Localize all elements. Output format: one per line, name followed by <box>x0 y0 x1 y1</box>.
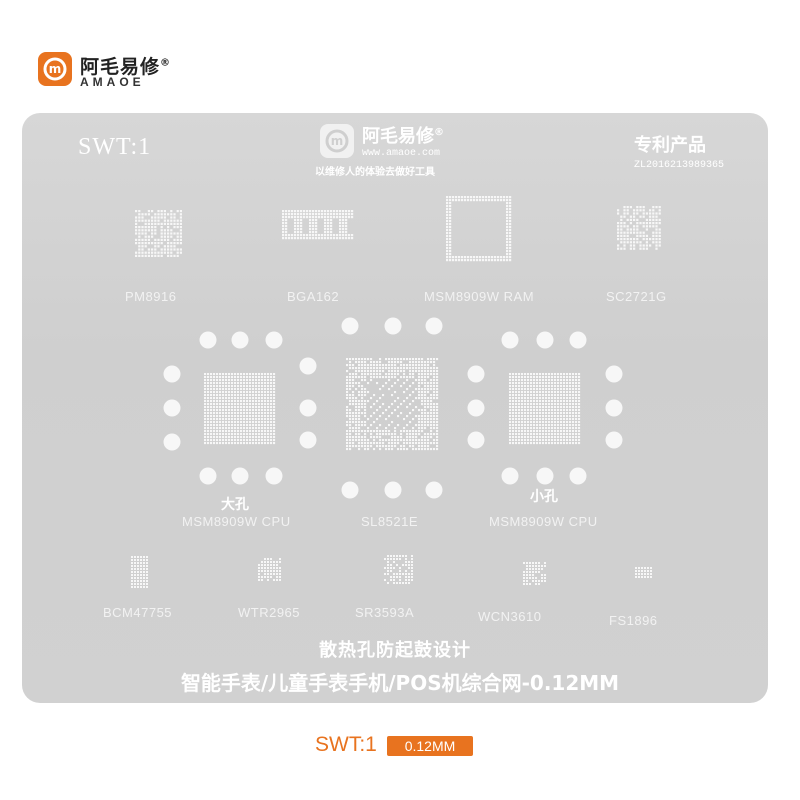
stencil-brand-logo-icon: m <box>320 124 354 158</box>
stencil-brand-name: 阿毛易修® <box>362 126 444 147</box>
chip-label-pm8916: PM8916 <box>125 289 177 304</box>
caption-thickness: 0.12MM <box>404 738 456 754</box>
caption-thickness-badge <box>387 736 473 756</box>
stencil-brand-url: www.amaoe.com <box>362 148 441 159</box>
chip-label-msm8909w-ram: MSM8909W RAM <box>424 289 535 304</box>
chip-label-wtr2965: WTR2965 <box>238 605 301 620</box>
chip-label-sl8521e: SL8521E <box>361 514 418 529</box>
brand-name-cn: 阿毛易修® <box>80 56 172 78</box>
chip-label-sr3593a: SR3593A <box>355 605 415 620</box>
chip-label-cpu-right: MSM8909W CPU <box>489 514 598 529</box>
chip-label-bcm47755: BCM47755 <box>103 605 173 620</box>
stencil-model: SWT:1 <box>78 134 152 160</box>
brand-name-en: AMAOE <box>80 75 145 89</box>
chip-label-cpu-left: MSM8909W CPU <box>182 514 291 529</box>
brand-badge-letter: m <box>49 62 62 76</box>
large-hole-note: 大孔 <box>221 497 249 513</box>
patent-number: ZL2016213989365 <box>634 160 725 171</box>
feature-line: 散热孔防起鼓设计 <box>319 640 471 661</box>
chip-label-bga162: BGA162 <box>287 289 340 304</box>
patent-label: 专利产品 <box>634 135 706 156</box>
brand-logo-icon: m <box>38 52 72 86</box>
description-line: 智能手表/儿童手表手机/POS机综合网-0.12MM <box>180 671 620 695</box>
small-hole-note: 小孔 <box>530 489 558 505</box>
svg-text:m: m <box>331 134 344 148</box>
caption-model: SWT:1 <box>315 733 377 756</box>
chip-label-sc2721g: SC2721G <box>606 289 667 304</box>
stencil-brand-slogan: 以维修人的体验去做好工具 <box>315 167 435 178</box>
chip-label-wcn3610: WCN3610 <box>478 609 542 624</box>
chip-label-fs1896: FS1896 <box>609 613 658 628</box>
